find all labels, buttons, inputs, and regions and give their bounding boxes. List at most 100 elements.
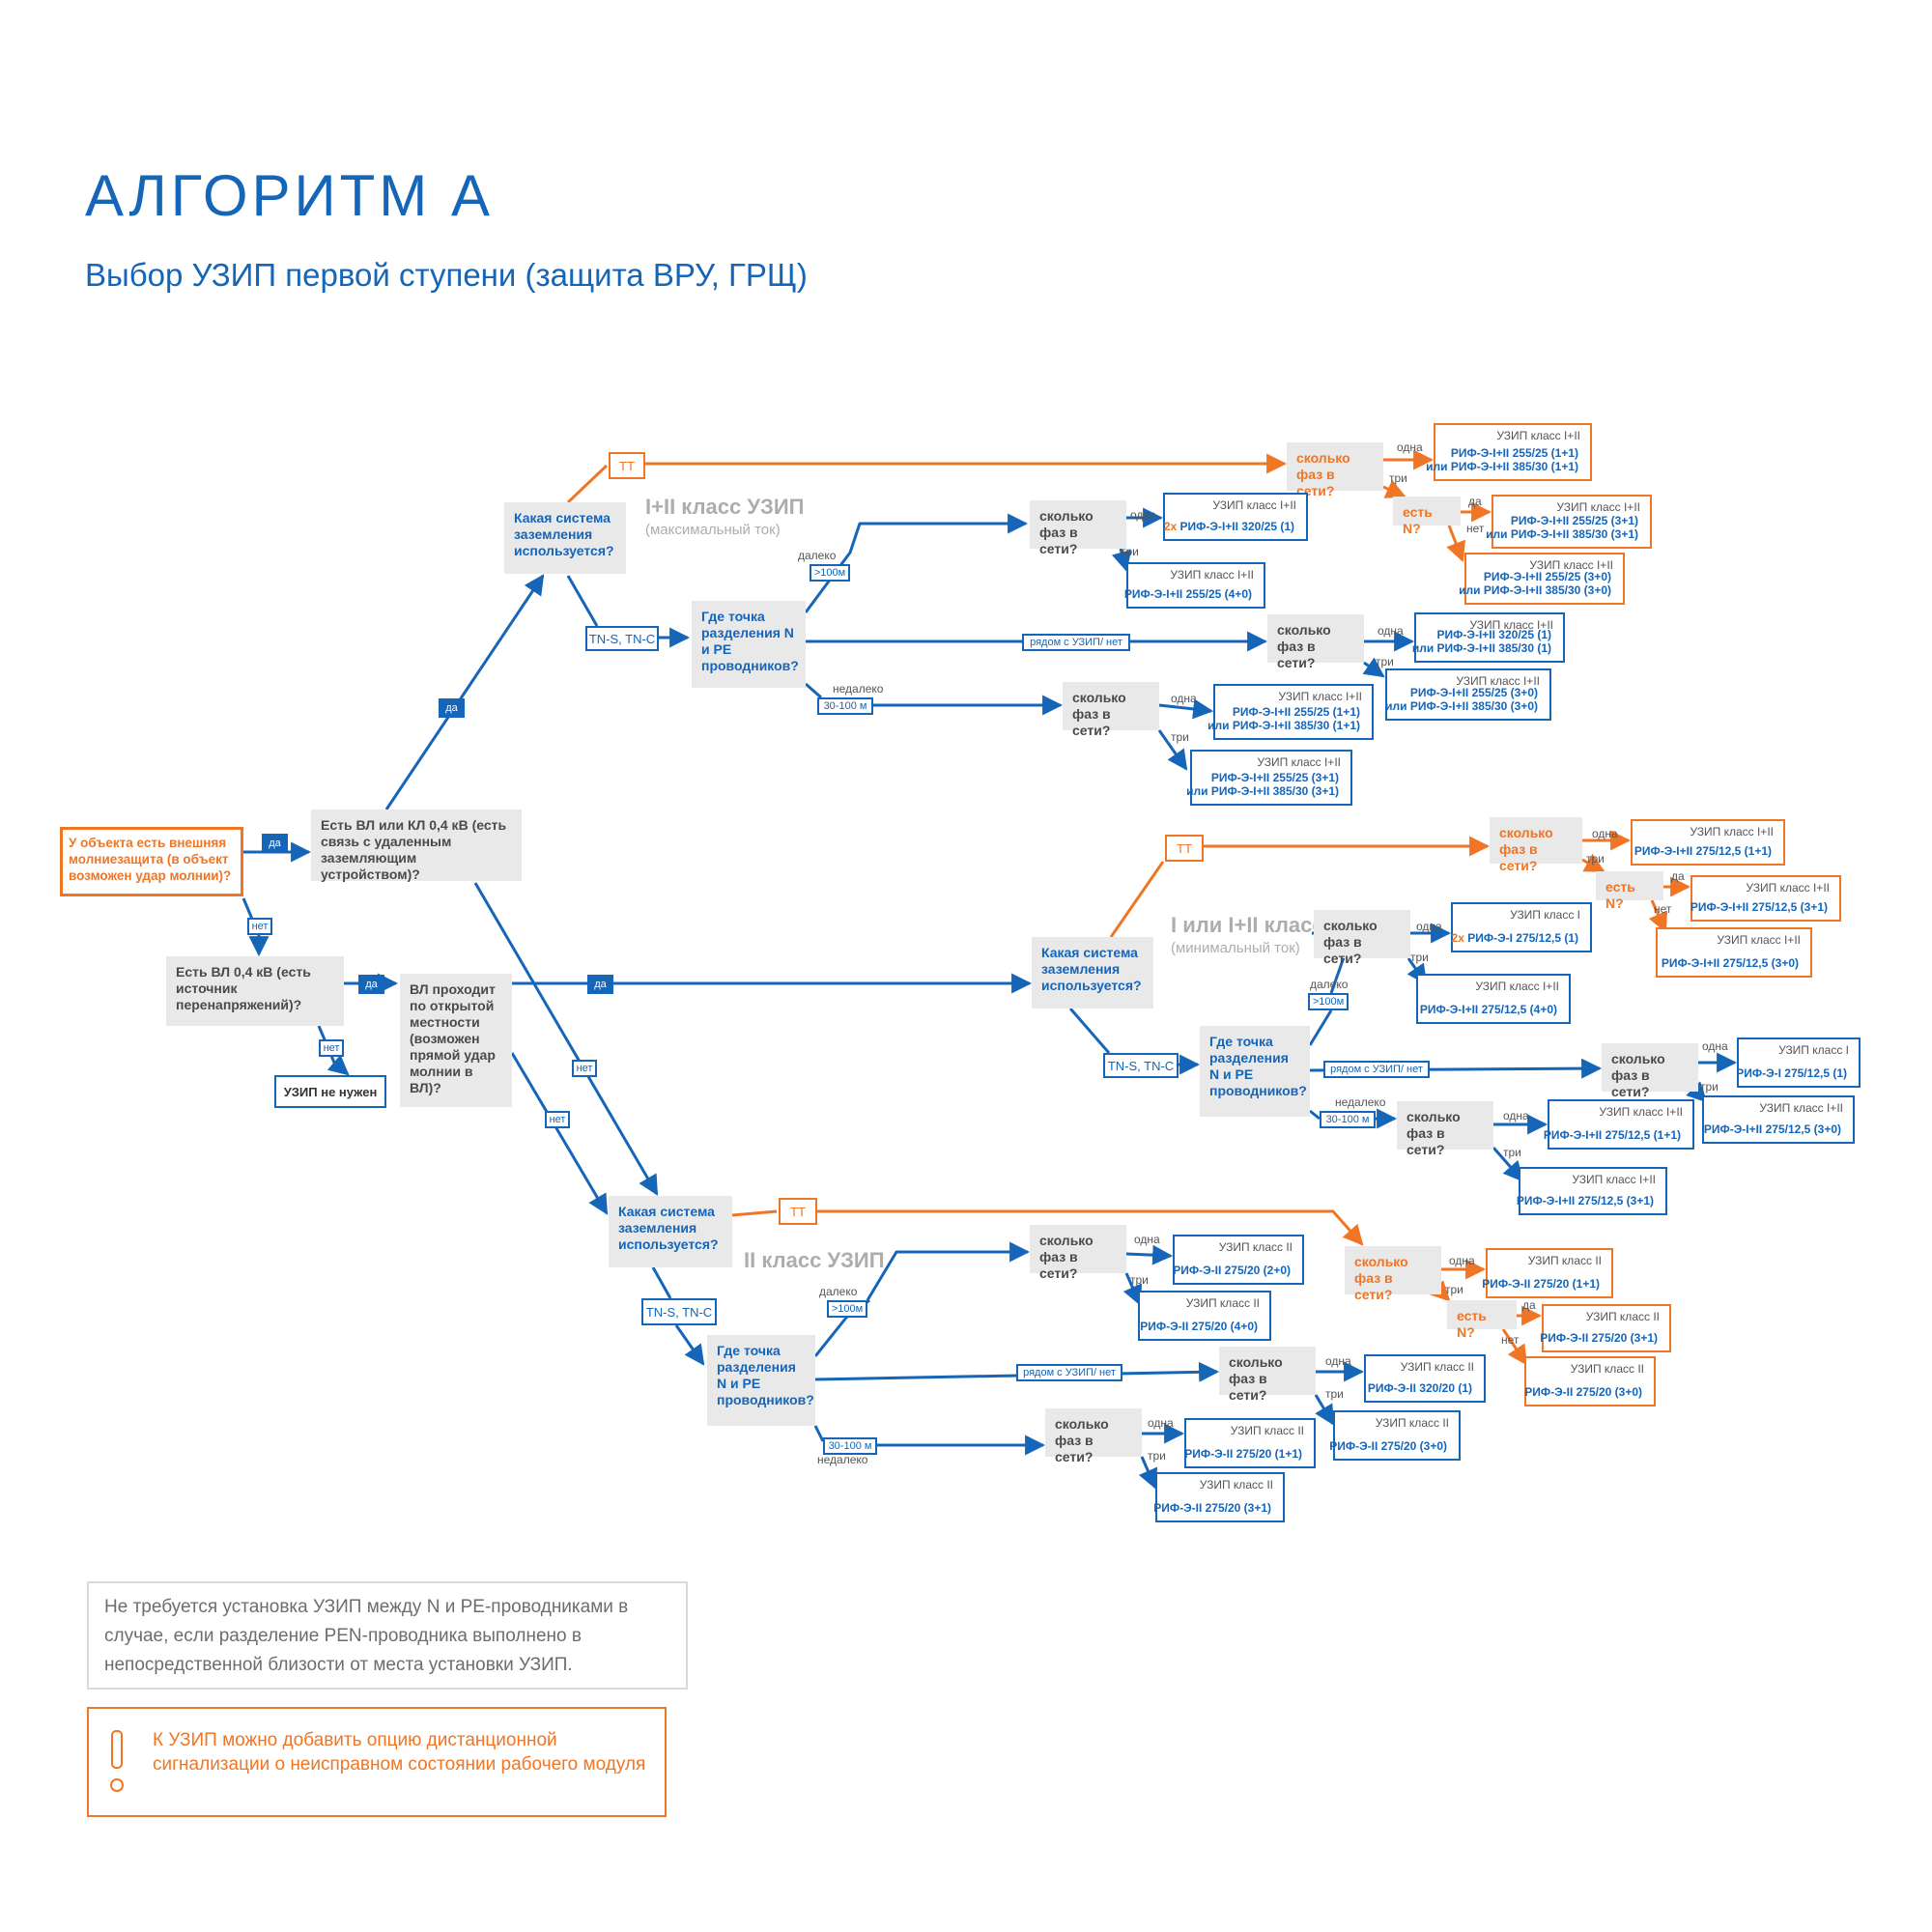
connector-line — [1125, 1244, 1174, 1265]
yes-label: да — [1522, 1298, 1536, 1312]
connector-line — [731, 1209, 778, 1217]
one-label: одна — [1592, 827, 1618, 840]
no-tag-open: нет — [545, 1111, 570, 1128]
warning-box: К УЗИП можно добавить опцию дистанционно… — [87, 1707, 667, 1817]
three-label: три — [1389, 471, 1407, 485]
separation-question-3: Где точка разделения N и PE проводников? — [707, 1335, 815, 1426]
one-label: одна — [1134, 1233, 1160, 1246]
one-label: одна — [1148, 1416, 1174, 1430]
grounding-question-3: Какая система заземления используется? — [609, 1196, 732, 1267]
three-label: три — [1445, 1283, 1463, 1296]
warning-text: К УЗИП можно добавить опцию дистанционно… — [153, 1730, 646, 1775]
phases-question-1c: сколько фаз в сети? — [1063, 682, 1159, 738]
connector-line — [242, 897, 270, 957]
connector-line — [510, 1052, 609, 1215]
three-label: три — [1130, 1273, 1149, 1287]
yes-label: да — [1671, 869, 1685, 883]
page-title: АЛГОРИТМ А — [85, 163, 494, 228]
yes-tag-start: да — [262, 834, 288, 853]
one-label: одна — [1397, 440, 1423, 454]
three-label: три — [1503, 1146, 1521, 1159]
no-tag-vlkl: нет — [572, 1060, 597, 1077]
has-n-question-tt3: есть N? — [1447, 1300, 1517, 1340]
one-label: одна — [1325, 1354, 1351, 1368]
phases-question-3c: сколько фаз в сети? — [1045, 1408, 1142, 1464]
connector-line — [817, 1209, 1364, 1246]
phases-question-tt1: сколько фаз в сети? — [1287, 442, 1383, 498]
has-n-question-tt2: есть N? — [1596, 871, 1663, 911]
tns-tag-2: TN-S, TN-C — [1103, 1053, 1179, 1078]
near-tag-1: рядом с УЗИП/ нет — [1022, 634, 1130, 651]
phases-question-2b: сколько фаз в сети? — [1602, 1043, 1698, 1099]
no-tag-vl04: нет — [319, 1039, 344, 1057]
mid-tag-2: 30-100 м — [1320, 1111, 1376, 1128]
connector-line — [566, 575, 599, 627]
phases-question-3a: сколько фаз в сети? — [1030, 1225, 1126, 1281]
yes-label: да — [1468, 495, 1482, 508]
connector-line — [1309, 1109, 1321, 1121]
connector-line — [473, 882, 659, 1196]
connector-line — [1492, 1147, 1524, 1182]
exclamation-dot-icon — [110, 1778, 124, 1792]
connector-line — [805, 682, 822, 699]
far-tag-3: >100м — [827, 1300, 867, 1318]
class-label-1: I+II класс УЗИП(максимальный ток) — [645, 495, 805, 538]
connector-line — [674, 1324, 705, 1366]
mid-tag-1: 30-100 м — [817, 697, 873, 715]
connector-line — [1122, 1272, 1143, 1306]
tt-tag-3: ТТ — [779, 1198, 817, 1225]
tt-tag-2: ТТ — [1165, 835, 1204, 862]
near-tag-3: рядом с УЗИП/ нет — [1016, 1364, 1122, 1381]
three-label: три — [1148, 1449, 1166, 1463]
tt-tag-1: ТТ — [609, 452, 645, 479]
three-label: три — [1171, 730, 1189, 744]
connector-line — [813, 1425, 825, 1442]
separation-question-1: Где точка разделения N и PE проводников? — [692, 601, 806, 688]
page-subtitle: Выбор УЗИП первой ступени (защита ВРУ, Г… — [85, 257, 808, 293]
connector-line — [1446, 525, 1465, 562]
three-label: три — [1700, 1080, 1719, 1094]
notfar-label-2: недалеко — [1335, 1095, 1386, 1109]
grounding-question-2: Какая система заземления используется? — [1032, 937, 1153, 1009]
one-label: одна — [1702, 1039, 1728, 1053]
yes-tag-vl04: да — [358, 975, 384, 994]
three-label: три — [1325, 1387, 1344, 1401]
connector-line — [1158, 698, 1214, 720]
far-tag-1: >100м — [810, 564, 850, 582]
notfar-label-3: недалеко — [817, 1453, 868, 1466]
vl-kl-question: Есть ВЛ или КЛ 0,4 кВ (есть связь с удал… — [311, 810, 522, 882]
one-label: одна — [1449, 1254, 1475, 1267]
connector-line — [804, 513, 1029, 613]
tns-tag-3: TN-S, TN-C — [641, 1298, 717, 1325]
connector-line — [566, 464, 609, 504]
no-label: нет — [1654, 902, 1672, 916]
connector-line — [1138, 1456, 1158, 1490]
one-label: одна — [1378, 624, 1404, 638]
tns-tag-1: TN-S, TN-C — [585, 626, 659, 651]
connector-line — [317, 1025, 350, 1076]
one-label: одна — [1171, 692, 1197, 705]
phases-question-2c: сколько фаз в сети? — [1397, 1101, 1493, 1157]
three-label: три — [1121, 545, 1139, 558]
connector-line — [1308, 1009, 1333, 1046]
connector-line — [1068, 1008, 1111, 1054]
